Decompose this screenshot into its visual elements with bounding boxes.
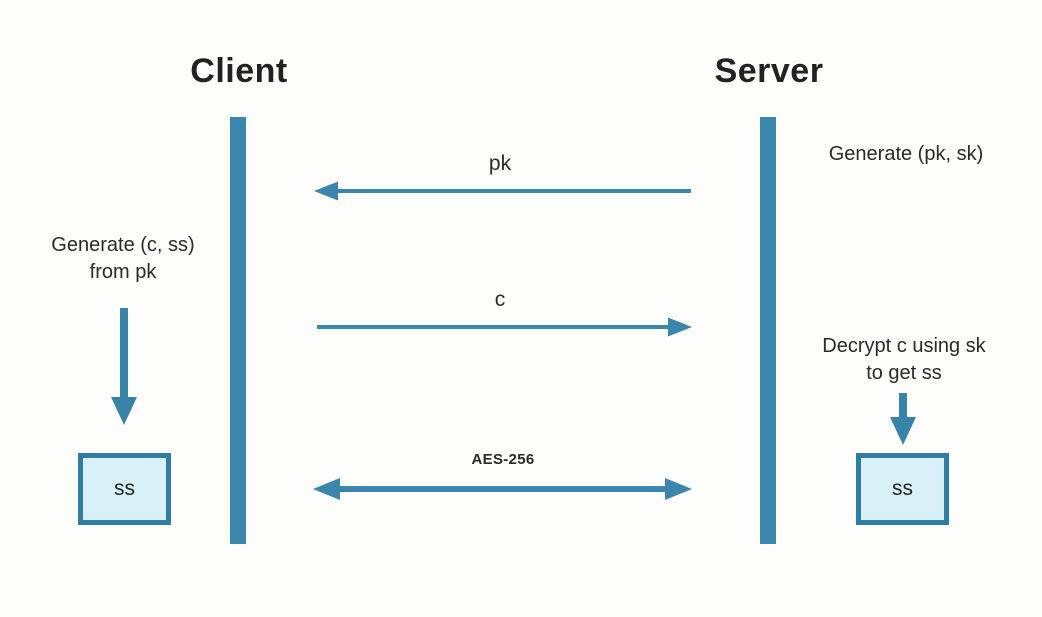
- pk-arrow: [314, 181, 691, 201]
- server-shared-secret-box: ss: [856, 453, 949, 525]
- aes-message-label: AES-256: [471, 451, 535, 468]
- server-decrypt-line1: Decrypt c using sk: [822, 335, 986, 357]
- client-shared-secret-label: ss: [114, 477, 135, 500]
- server-title: Server: [714, 52, 824, 90]
- client-generate-down-arrow: [111, 308, 137, 425]
- c-arrow: [317, 317, 692, 337]
- server-decrypt-line2: to get ss: [866, 362, 942, 384]
- server-lifeline: [760, 117, 776, 544]
- client-lifeline: [230, 117, 246, 544]
- client-title: Client: [190, 52, 288, 90]
- client-shared-secret-box: ss: [78, 453, 171, 525]
- server-decrypt-note: Decrypt c using sk to get ss: [794, 333, 1014, 387]
- client-generate-note: Generate (c, ss) from pk: [23, 232, 223, 286]
- pk-message-label: pk: [488, 152, 512, 175]
- server-generate-note: Generate (pk, sk): [828, 143, 984, 165]
- server-shared-secret-label: ss: [892, 477, 913, 500]
- aes-double-arrow: [313, 478, 692, 500]
- client-generate-line1: Generate (c, ss): [51, 234, 195, 256]
- server-decrypt-down-arrow: [890, 393, 916, 445]
- c-message-label: c: [494, 288, 506, 311]
- client-generate-line2: from pk: [89, 261, 157, 283]
